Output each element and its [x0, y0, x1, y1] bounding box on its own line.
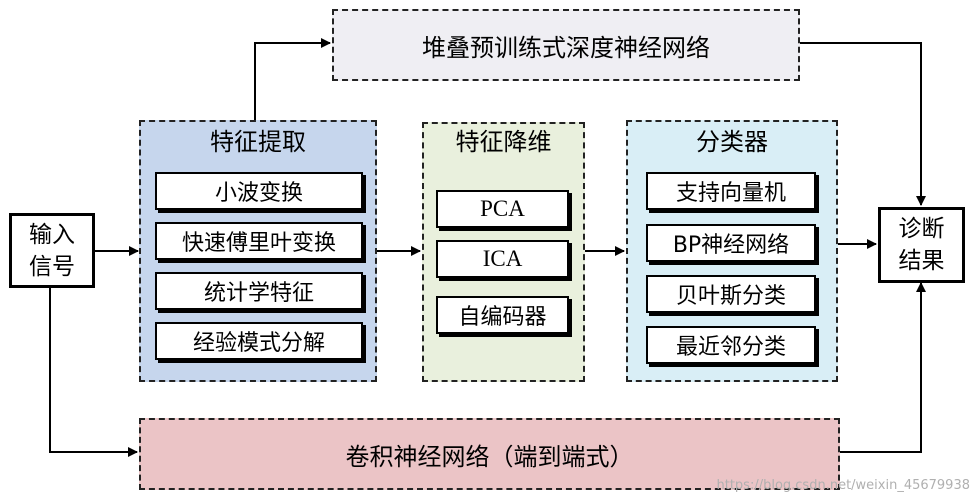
input-label-line1: 输入 — [29, 221, 75, 248]
method-pca: PCA — [436, 190, 569, 228]
method-svm: 支持向量机 — [646, 172, 816, 210]
arrow-cnn-to-output — [840, 282, 926, 453]
output-label-line2: 结果 — [898, 248, 945, 274]
arrow-dnn-to-output — [800, 42, 926, 206]
cnn-banner: 卷积神经网络（端到端式） — [139, 418, 840, 490]
arrow-feature-to-dnn — [254, 38, 331, 120]
diagnosis-result-box: 诊断 结果 — [878, 207, 965, 283]
feature-extraction-group: 特征提取 小波变换 快速傅里叶变换 统计学特征 经验模式分解 — [139, 120, 377, 382]
method-bp-network: BP神经网络 — [646, 224, 816, 262]
dimension-reduction-title: 特征降维 — [455, 128, 552, 156]
feature-extraction-title: 特征提取 — [210, 128, 306, 156]
method-autoencoder: 自编码器 — [436, 296, 569, 334]
dimension-reduction-group: 特征降维 PCA ICA 自编码器 — [422, 122, 585, 382]
method-bayes: 贝叶斯分类 — [646, 275, 816, 313]
method-wavelet-transform: 小波变换 — [155, 172, 363, 210]
classifier-group: 分类器 支持向量机 BP神经网络 贝叶斯分类 最近邻分类 — [626, 120, 838, 382]
method-fft: 快速傅里叶变换 — [155, 222, 363, 260]
method-statistical-features: 统计学特征 — [155, 272, 363, 310]
dnn-banner: 堆叠预训练式深度神经网络 — [332, 9, 800, 81]
input-signal-box: 输入 信号 — [9, 213, 95, 288]
method-knn: 最近邻分类 — [646, 326, 816, 364]
arrow-input-to-cnn — [49, 288, 138, 457]
output-label-line1: 诊断 — [898, 216, 945, 242]
dnn-banner-label: 堆叠预训练式深度神经网络 — [422, 33, 710, 62]
classifier-title: 分类器 — [696, 128, 768, 156]
input-label-line2: 信号 — [29, 253, 75, 280]
cnn-banner-label: 卷积神经网络（端到端式） — [345, 442, 634, 471]
watermark: https://blog.csdn.net/weixin_45679938 — [716, 478, 970, 493]
method-ica: ICA — [436, 240, 569, 278]
method-emd: 经验模式分解 — [155, 322, 363, 360]
